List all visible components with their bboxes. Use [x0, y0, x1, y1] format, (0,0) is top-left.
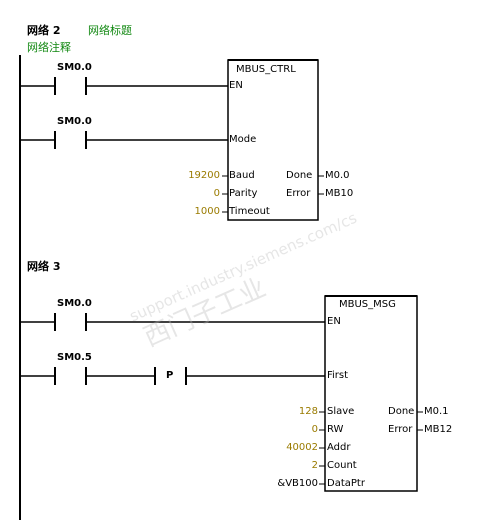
mbus-ctrl-block [227, 59, 319, 221]
mbus-msg-pin-slave: Slave [327, 406, 355, 417]
mbus-ctrl-pin-parity: Parity [229, 188, 258, 199]
mbus-msg-pin-dataptr: DataPtr [327, 478, 365, 489]
network3-header: 网络 3 [27, 260, 61, 273]
mbus-msg-addr-value[interactable]: 40002 [286, 442, 318, 453]
mbus-msg-pin-done: Done [388, 406, 415, 417]
n3-positive-edge[interactable] [154, 367, 325, 385]
mbus-msg-count-value[interactable]: 2 [311, 460, 318, 471]
mbus-msg-pin-addr: Addr [327, 442, 351, 453]
mbus-msg-done-value[interactable]: M0.1 [424, 406, 449, 417]
n3-edge-label: P [166, 370, 174, 381]
mbus-msg-block [324, 295, 418, 492]
mbus-msg-pin-rw: RW [327, 424, 344, 435]
mbus-ctrl-title: MBUS_CTRL [236, 64, 296, 75]
mbus-ctrl-pin-baud: Baud [229, 170, 255, 181]
n3-contact2-label: SM0.5 [57, 352, 92, 363]
network2-comment[interactable]: 网络注释 [27, 41, 71, 54]
mbus-msg-title: MBUS_MSG [339, 299, 396, 310]
mbus-ctrl-pin-timeout: Timeout [229, 206, 270, 217]
n2-contact2[interactable] [20, 131, 228, 149]
mbus-ctrl-timeout-value[interactable]: 1000 [194, 206, 220, 217]
n3-contact1-label: SM0.0 [57, 298, 92, 309]
mbus-msg-pin-error: Error [388, 424, 413, 435]
mbus-ctrl-parity-value[interactable]: 0 [213, 188, 220, 199]
mbus-msg-slave-value[interactable]: 128 [298, 406, 318, 417]
network2-title[interactable]: 网络标题 [88, 24, 132, 37]
mbus-msg-pin-count: Count [327, 460, 357, 471]
mbus-ctrl-baud-value[interactable]: 19200 [188, 170, 220, 181]
mbus-ctrl-pin-mode: Mode [229, 134, 257, 145]
mbus-ctrl-pin-error: Error [286, 188, 311, 199]
mbus-ctrl-error-value[interactable]: MB10 [325, 188, 354, 199]
n2-contact1-label: SM0.0 [57, 62, 92, 73]
network2-header: 网络 2 [27, 24, 61, 37]
mbus-ctrl-pin-done: Done [286, 170, 313, 181]
mbus-msg-rw-value[interactable]: 0 [311, 424, 318, 435]
mbus-ctrl-pin-en: EN [229, 80, 243, 91]
mbus-msg-error-value[interactable]: MB12 [424, 424, 453, 435]
n3-contact1[interactable] [20, 313, 325, 331]
mbus-ctrl-done-value[interactable]: M0.0 [325, 170, 350, 181]
mbus-msg-pin-en: EN [327, 316, 341, 327]
n2-contact1[interactable] [20, 77, 228, 95]
n2-contact2-label: SM0.0 [57, 116, 92, 127]
mbus-msg-pin-first: First [327, 370, 349, 381]
n3-contact2[interactable] [20, 367, 155, 385]
mbus-msg-dataptr-value[interactable]: &VB100 [277, 478, 318, 489]
